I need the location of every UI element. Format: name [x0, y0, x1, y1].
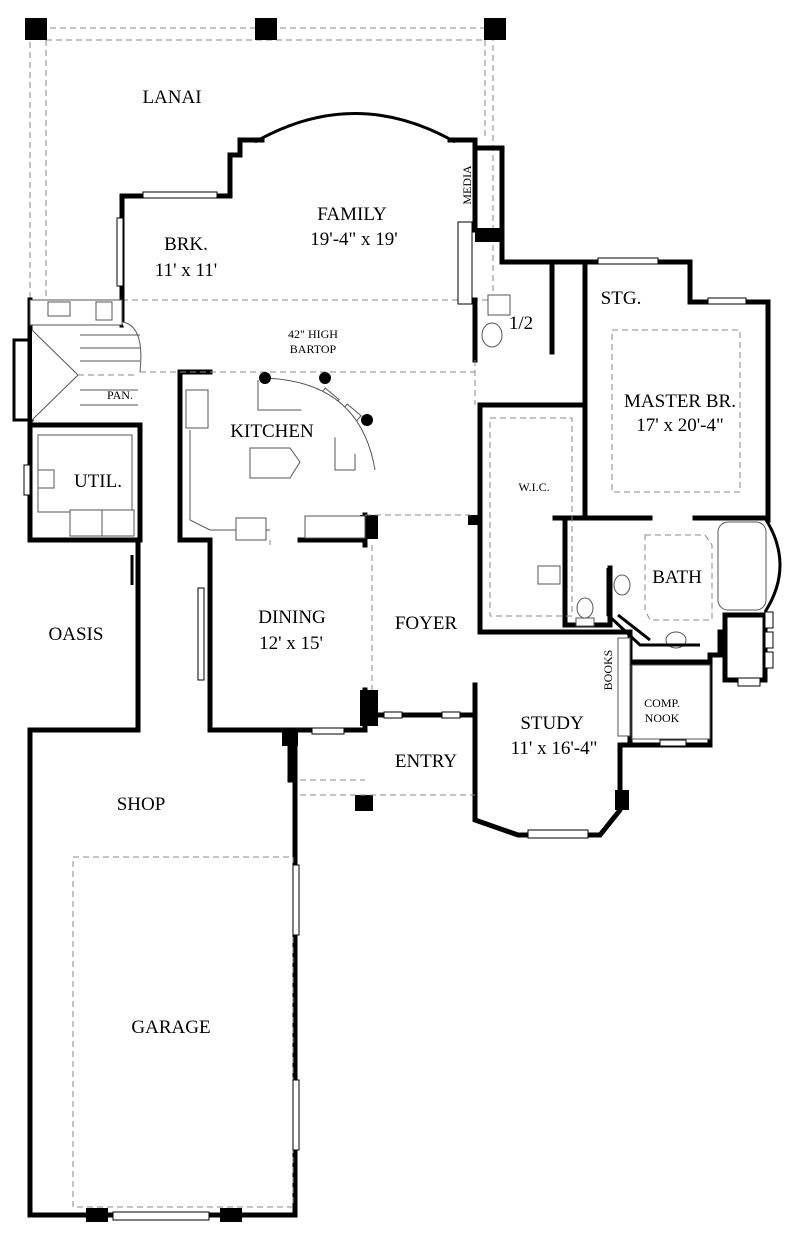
label-util: UTIL. [74, 471, 122, 492]
label-bath: BATH [652, 567, 702, 588]
label-half-bath: 1/2 [509, 313, 533, 334]
room-labels: LANAI FAMILY 19'-4" x 19' MEDIA BRK. 11'… [49, 87, 736, 1038]
label-media: MEDIA [460, 165, 474, 205]
label-family: FAMILY [317, 204, 387, 225]
label-oasis: OASIS [49, 624, 104, 645]
windows [23, 191, 774, 1221]
label-foyer: FOYER [395, 613, 458, 634]
label-brk: BRK. [164, 234, 208, 255]
lanai-area [25, 18, 506, 301]
label-lanai: LANAI [142, 87, 201, 108]
label-study: STUDY [520, 713, 584, 734]
label-pan: PAN. [107, 388, 133, 402]
label-dining-dims: 12' x 15' [259, 633, 323, 654]
label-master: MASTER BR. [624, 391, 736, 412]
label-books: BOOKS [601, 650, 615, 691]
label-shop: SHOP [117, 794, 166, 815]
label-family-dims: 19'-4" x 19' [310, 229, 397, 250]
label-kitchen: KITCHEN [230, 421, 314, 442]
label-entry: ENTRY [395, 751, 458, 772]
label-comp: COMP. [644, 696, 680, 710]
label-wic: W.I.C. [518, 480, 549, 494]
label-brk-dims: 11' x 11' [155, 260, 217, 281]
label-bartop-1: 42" HIGH [288, 327, 338, 341]
label-study-dims: 11' x 16'-4" [511, 738, 598, 759]
label-master-dims: 17' x 20'-4" [636, 415, 723, 436]
label-garage: GARAGE [131, 1017, 210, 1038]
label-bartop-2: BARTOP [290, 342, 337, 356]
fixtures [29, 294, 767, 740]
label-dining: DINING [258, 607, 326, 628]
dashed-lines [72, 329, 741, 1208]
label-stg: STG. [601, 288, 642, 309]
label-nook: NOOK [645, 711, 680, 725]
